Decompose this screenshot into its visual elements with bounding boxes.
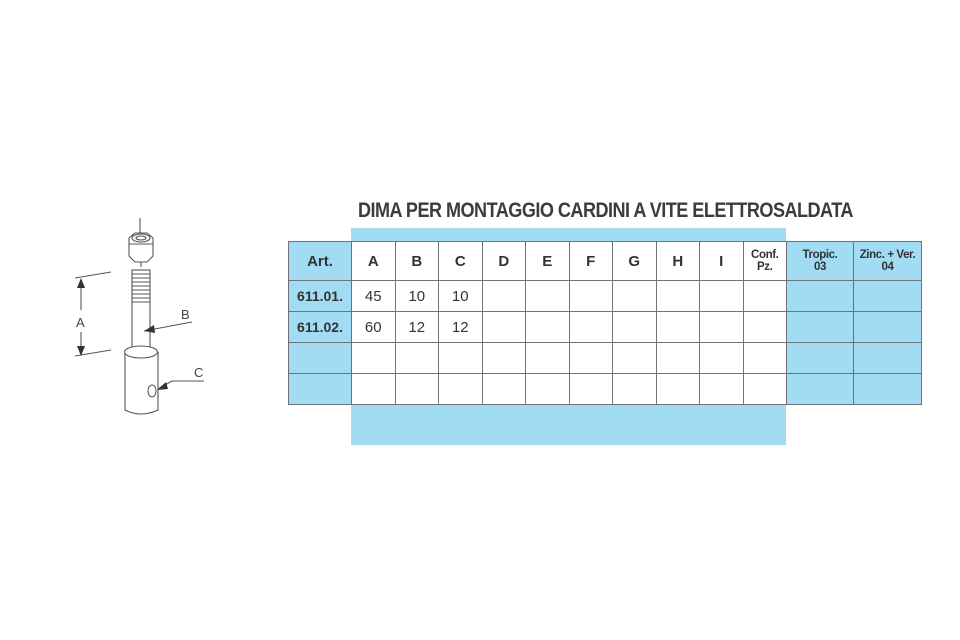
header-d: D xyxy=(481,241,526,281)
cell-conf xyxy=(742,311,787,343)
header-a: A xyxy=(351,241,396,281)
header-e: E xyxy=(525,241,570,281)
dimension-label-a: A xyxy=(76,315,85,330)
cell-b: 10 xyxy=(394,280,439,312)
part-label-c: C xyxy=(194,365,203,380)
cell-h xyxy=(655,342,700,374)
cell-conf xyxy=(742,373,787,405)
cell-i xyxy=(699,280,744,312)
cell-zinc xyxy=(853,280,922,312)
cell-f xyxy=(568,373,613,405)
cell-g xyxy=(612,280,657,312)
cell-a: 60 xyxy=(351,311,396,343)
cell-a xyxy=(351,342,396,374)
header-f: F xyxy=(568,241,613,281)
cell-e xyxy=(525,342,570,374)
cell-c xyxy=(438,373,483,405)
cell-e xyxy=(525,280,570,312)
table-row xyxy=(288,373,922,405)
cell-b: 12 xyxy=(394,311,439,343)
header-conf-line1: Conf. xyxy=(751,248,779,261)
cell-b xyxy=(394,373,439,405)
cell-art: 611.02. xyxy=(288,311,352,343)
header-row: Art. A B C D E F G H I Conf.Pz. Tropic.0… xyxy=(288,241,922,281)
cell-h xyxy=(655,373,700,405)
header-zinc-line2: 04 xyxy=(881,260,894,273)
header-tropic: Tropic.03 xyxy=(786,241,854,281)
cell-tropic xyxy=(786,373,854,405)
cell-e xyxy=(525,373,570,405)
cell-f xyxy=(568,280,613,312)
cell-c: 12 xyxy=(438,311,483,343)
cell-zinc xyxy=(853,373,922,405)
header-conf: Conf.Pz. xyxy=(742,241,787,281)
cell-a: 45 xyxy=(351,280,396,312)
header-b: B xyxy=(394,241,439,281)
cell-art: 611.01. xyxy=(288,280,352,312)
cell-g xyxy=(612,311,657,343)
header-tropic-line2: 03 xyxy=(814,260,826,273)
header-zinc-line1: Zinc. + Ver. xyxy=(859,248,916,261)
header-tropic-line1: Tropic. xyxy=(802,248,838,261)
cell-a xyxy=(351,373,396,405)
cell-tropic xyxy=(786,311,854,343)
header-h: H xyxy=(655,241,700,281)
cell-d xyxy=(481,373,526,405)
cell-h xyxy=(655,280,700,312)
header-art: Art. xyxy=(288,241,352,281)
cell-zinc xyxy=(853,342,922,374)
cell-g xyxy=(612,373,657,405)
cell-b xyxy=(394,342,439,374)
header-i: I xyxy=(699,241,744,281)
part-label-b: B xyxy=(181,307,190,322)
header-conf-line2: Pz. xyxy=(757,260,773,273)
cell-c: 10 xyxy=(438,280,483,312)
cell-i xyxy=(699,373,744,405)
table-row: 611.01. 45 10 10 xyxy=(288,280,922,312)
cell-d xyxy=(481,311,526,343)
header-zinc: Zinc. + Ver.04 xyxy=(853,241,922,281)
header-c: C xyxy=(438,241,483,281)
table-row xyxy=(288,342,922,374)
cell-d xyxy=(481,280,526,312)
cell-conf xyxy=(742,342,787,374)
cell-art xyxy=(288,373,352,405)
cell-art xyxy=(288,342,352,374)
cell-d xyxy=(481,342,526,374)
header-g: G xyxy=(612,241,657,281)
cell-f xyxy=(568,311,613,343)
table-row: 611.02. 60 12 12 xyxy=(288,311,922,343)
cell-h xyxy=(655,311,700,343)
cell-conf xyxy=(742,280,787,312)
cell-c xyxy=(438,342,483,374)
cell-tropic xyxy=(786,280,854,312)
hinge-jig-drawing: A B C xyxy=(74,218,204,415)
cell-g xyxy=(612,342,657,374)
cell-e xyxy=(525,311,570,343)
cell-i xyxy=(699,342,744,374)
cell-zinc xyxy=(853,311,922,343)
spec-table: Art. A B C D E F G H I Conf.Pz. Tropic.0… xyxy=(288,241,922,405)
page-title: DIMA PER MONTAGGIO CARDINI A VITE ELETTR… xyxy=(358,199,853,222)
cell-f xyxy=(568,342,613,374)
cell-i xyxy=(699,311,744,343)
cell-tropic xyxy=(786,342,854,374)
